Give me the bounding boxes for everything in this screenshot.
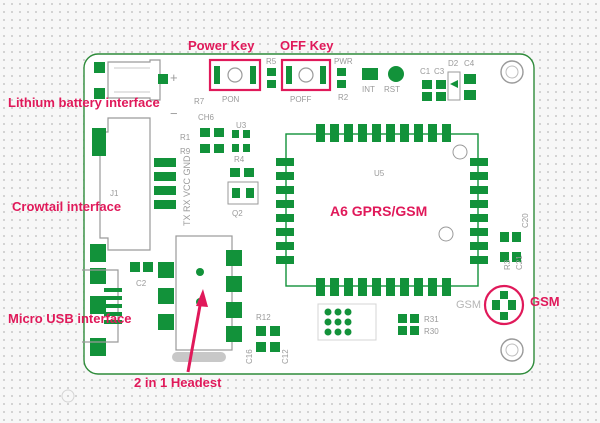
callout-a6-module: A6 GPRS/GSM <box>330 203 428 219</box>
d2-diode <box>447 71 461 101</box>
callout-power-key: Power Key <box>188 38 255 53</box>
callout-lithium-battery: Lithium battery interface <box>8 95 160 110</box>
gsm-antenna-connector <box>483 284 525 326</box>
mounting-hole-bottom-right <box>500 338 524 362</box>
crowtail-connector <box>92 117 176 251</box>
c20-label: C20 <box>521 213 530 228</box>
r3-label: R3 <box>503 259 512 270</box>
c4-label: C4 <box>464 59 475 68</box>
off-key-switch <box>280 58 332 92</box>
int-label: INT <box>362 85 375 94</box>
c3-label: C3 <box>434 67 445 76</box>
q2-label: Q2 <box>232 209 243 218</box>
r4-label: R4 <box>234 155 245 164</box>
a6-pins-right <box>470 158 488 264</box>
c1-label: C1 <box>420 67 431 76</box>
pon-label: PON <box>222 95 240 104</box>
a6-pins-bottom <box>316 278 451 296</box>
battery-plus-label: + <box>170 70 178 85</box>
r30-label: R30 <box>424 327 439 336</box>
r9-label: R9 <box>180 147 191 156</box>
sim-pad-grid <box>317 303 377 341</box>
battery-connector <box>94 59 168 101</box>
r12-label: R12 <box>256 313 271 322</box>
headset-jack <box>158 235 242 362</box>
callout-off-key: OFF Key <box>280 38 334 53</box>
callout-headset: 2 in 1 Headest <box>134 375 222 390</box>
crowtail-pin-labels: TX RX VCC GND <box>182 155 192 226</box>
a6-module <box>276 124 488 296</box>
pwr-label: PWR <box>334 57 353 66</box>
gsm-silk-label: GSM <box>456 299 481 311</box>
poff-label: POFF <box>290 95 311 104</box>
callout-crowtail: Crowtail interface <box>12 199 122 214</box>
int-rst-pads <box>362 66 404 82</box>
u5-label: U5 <box>374 169 385 178</box>
u3-label: U3 <box>236 121 247 130</box>
battery-minus-label: − <box>170 106 178 121</box>
c20-c21-r3 <box>500 232 521 262</box>
ch6-label: CH6 <box>198 113 215 122</box>
r2-label: R2 <box>338 93 349 102</box>
callout-micro-usb: Micro USB interface <box>8 311 132 326</box>
power-key-switch <box>208 58 262 92</box>
j1-label: J1 <box>110 189 119 198</box>
mounting-hole-bottom-left <box>61 389 75 403</box>
ch6-component <box>200 128 224 153</box>
headset-pointer-arrow <box>186 289 208 373</box>
pwr-led <box>337 68 346 88</box>
c2-capacitor <box>130 262 153 272</box>
c1-c3-capacitors <box>422 80 446 101</box>
a6-pins-left <box>276 158 294 264</box>
callout-gsm: GSM <box>530 294 560 309</box>
c2-label: C2 <box>136 279 147 288</box>
r31-label: R31 <box>424 315 439 324</box>
mounting-hole-top-right <box>500 60 524 84</box>
r4-q2-components <box>227 168 259 205</box>
micro-usb-connector <box>82 244 122 356</box>
c21-label: C21 <box>515 255 524 270</box>
r31-r30-resistors <box>398 314 419 335</box>
c12-label: C12 <box>281 349 290 364</box>
r5-resistor <box>267 68 276 88</box>
c16-label: C16 <box>245 349 254 364</box>
a6-pins-top <box>316 124 451 142</box>
r5-label: R5 <box>266 57 277 66</box>
rst-label: RST <box>384 85 400 94</box>
d2-label: D2 <box>448 59 459 68</box>
r1-label: R1 <box>180 133 191 142</box>
r7-label: R7 <box>194 97 205 106</box>
r12-c16-c12 <box>256 326 280 352</box>
c4-capacitor <box>464 74 476 100</box>
u3-chip <box>232 130 250 152</box>
